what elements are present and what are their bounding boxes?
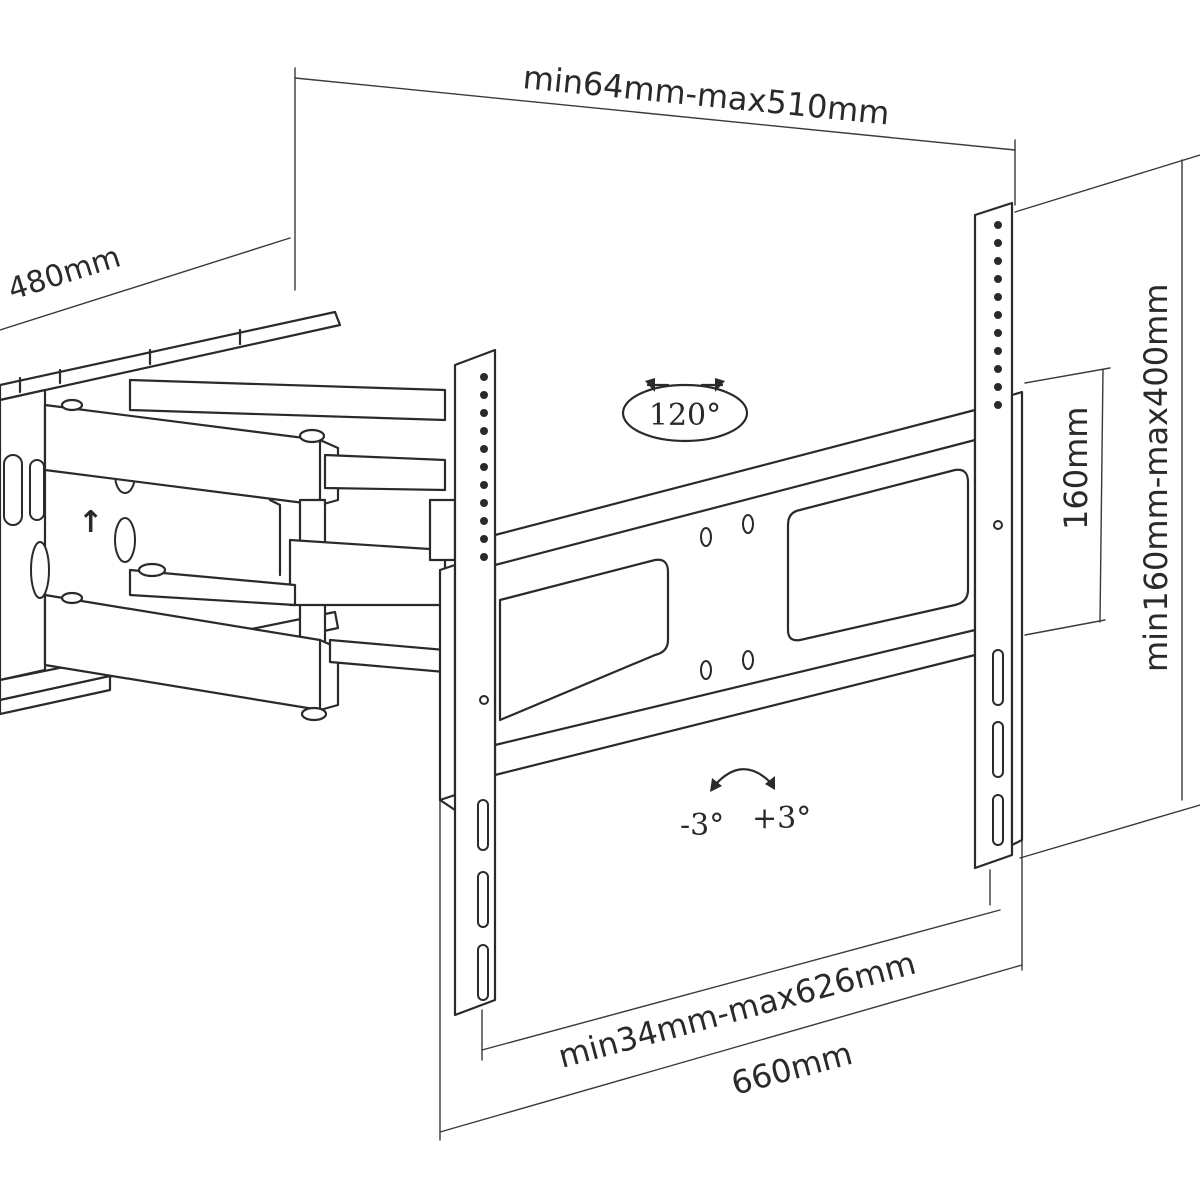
center-inner-arm bbox=[128, 568, 297, 607]
dimension-lines bbox=[0, 67, 1200, 1141]
left-bracket-slot bbox=[477, 871, 489, 928]
left-bracket-holes bbox=[479, 373, 489, 705]
tilt-positive-label: +3° bbox=[752, 801, 811, 836]
plate-height-dim-line bbox=[1099, 369, 1104, 623]
left-bracket-slot bbox=[477, 944, 489, 1001]
depth-range-label: min64mm-max510mm bbox=[521, 58, 891, 132]
plate-height-label: 160mm bbox=[1057, 407, 1095, 530]
wall-plate-top-rail bbox=[0, 310, 342, 402]
lower-arm-pivot-bolt bbox=[60, 591, 84, 605]
vertical-dim-bottom-extension bbox=[1019, 804, 1200, 859]
back-middle-arm bbox=[323, 453, 447, 492]
wall-plate-slot bbox=[29, 459, 45, 521]
swivel-indicator: 120° bbox=[621, 378, 749, 443]
wall-plate-width-label: 480mm bbox=[4, 239, 125, 307]
center-arm-bolt bbox=[137, 562, 167, 578]
wall-plate-slot bbox=[30, 541, 50, 599]
tilt-negative-label: -3° bbox=[680, 808, 724, 843]
wall-plate-top-rail-tabs bbox=[18, 328, 242, 394]
depth-dim-line bbox=[294, 77, 1016, 151]
lower-arm-bolt bbox=[300, 706, 328, 722]
tilt-arc-arrow-icon bbox=[713, 768, 772, 787]
tv-plate-width-dim-line bbox=[439, 964, 1023, 1133]
vertical-spacing-label: min160mm-max400mm bbox=[1137, 284, 1175, 672]
hspacing-dim-line bbox=[481, 909, 1001, 1051]
right-bracket-slot bbox=[992, 649, 1004, 706]
right-vertical-bracket bbox=[973, 201, 1024, 870]
wall-plate-slot bbox=[3, 454, 23, 526]
upper-arm bbox=[43, 403, 340, 507]
left-bracket-slot bbox=[477, 799, 489, 851]
right-bracket-side bbox=[1010, 390, 1024, 847]
plate-height-bottom-extension bbox=[1024, 619, 1106, 636]
up-arrow-icon: ↑ bbox=[78, 505, 103, 540]
tv-plate-crossbar bbox=[493, 408, 977, 777]
back-upper-arm bbox=[128, 378, 447, 422]
left-vertical-bracket bbox=[438, 348, 497, 1017]
swivel-angle-label: 120° bbox=[649, 398, 721, 433]
crossbar-hole bbox=[742, 650, 754, 670]
crossbar-flanges bbox=[493, 438, 977, 747]
tilt-indicator: -3° +3° bbox=[680, 768, 811, 843]
back-lower-arm bbox=[328, 638, 447, 674]
upper-arm-bolt bbox=[298, 428, 326, 444]
wall-plate-body bbox=[0, 388, 47, 682]
plate-height-top-extension bbox=[1024, 367, 1111, 384]
upper-arm-pivot-bolt bbox=[60, 398, 84, 412]
crossbar-hole bbox=[742, 514, 754, 534]
center-arm bbox=[288, 538, 447, 607]
right-bracket-holes bbox=[993, 221, 1003, 530]
right-bracket-slot bbox=[992, 721, 1004, 778]
crossbar-left-window bbox=[498, 558, 670, 722]
crossbar-hole bbox=[700, 660, 712, 680]
wall-plate-slot bbox=[114, 517, 136, 563]
arm-hinge-block bbox=[428, 498, 457, 562]
wall-plate-width-dim-line bbox=[0, 237, 291, 331]
crossbar-hole bbox=[700, 527, 712, 547]
left-bracket-side bbox=[438, 563, 457, 802]
swivel-oval bbox=[621, 383, 749, 443]
right-bracket-slot bbox=[992, 794, 1004, 846]
vertical-dim-top-extension bbox=[1014, 154, 1200, 213]
crossbar-right-window bbox=[786, 468, 970, 642]
wall-plate-bottom-lip bbox=[0, 674, 112, 716]
